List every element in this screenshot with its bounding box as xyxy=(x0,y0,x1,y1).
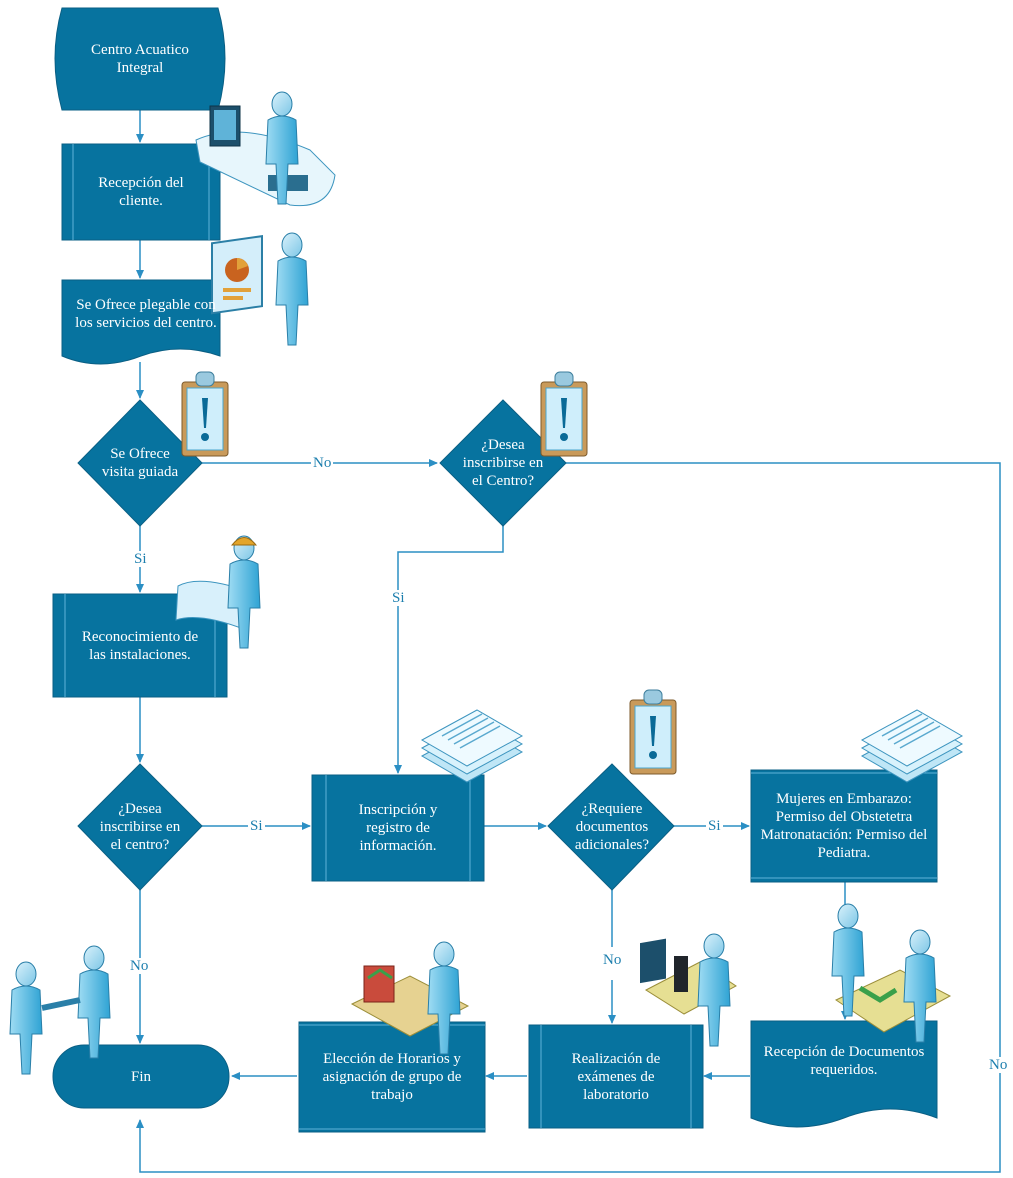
docs-decision xyxy=(547,763,675,891)
lab-tests-label: Realización de exámenes de laboratorio xyxy=(571,1050,661,1103)
presenter-chart-icon xyxy=(211,232,309,346)
office-worker-icon xyxy=(350,941,470,1055)
registration-process xyxy=(311,774,485,882)
permissions-label: Mujeres en Embarazo: Permiso del Obstete… xyxy=(760,791,928,861)
document-handover-icon xyxy=(831,903,952,1043)
clipboard-alert-icon xyxy=(629,689,677,775)
enroll-decision-left xyxy=(77,763,203,891)
brochure-document xyxy=(61,279,221,365)
schedule-label: Elección de Horarios y asignación de gru… xyxy=(322,1051,462,1103)
edge-label-tour-no: No xyxy=(311,455,334,471)
clipboard-alert-icon xyxy=(181,371,229,457)
lab-technician-icon xyxy=(640,933,737,1047)
start-label: Centro Acuatico Integral xyxy=(91,42,189,76)
handshake-icon xyxy=(9,945,111,1075)
edge-label-left-enroll-yes: Si xyxy=(248,818,265,834)
tour-decision xyxy=(77,399,203,527)
architect-blueprint-icon xyxy=(175,535,261,649)
reception-label: Recepción del cliente. xyxy=(98,175,184,209)
end-terminator xyxy=(52,1044,230,1109)
docs-reception-document xyxy=(750,1020,938,1128)
tour-decision-label: Se Ofrece visita guiada xyxy=(101,446,179,480)
edge-label-tour-yes: Si xyxy=(132,551,149,567)
lab-tests-process xyxy=(528,1024,704,1129)
enroll-decision-left-label: ¿Desea inscribirse en el centro? xyxy=(99,801,181,853)
documents-stack-icon xyxy=(421,709,523,783)
edge-label-left-enroll-no: No xyxy=(128,958,151,974)
flowchart-shapes xyxy=(52,7,938,1133)
edge-label-docs-yes: Si xyxy=(706,818,723,834)
brochure-label: Se Ofrece plegable con los servicios del… xyxy=(75,297,217,331)
registration-label: Inscripción y registro de información. xyxy=(358,802,438,854)
enroll-decision-top-label: ¿Desea inscribirse en el Centro? xyxy=(462,437,544,489)
edge-label-top-enroll-yes: Si xyxy=(390,590,407,606)
docs-decision-label: ¿Requiere documentos adicionales? xyxy=(574,801,650,853)
permissions-process xyxy=(750,769,938,883)
reception-process xyxy=(61,143,221,241)
receptionist-desk-icon xyxy=(195,91,336,207)
edge-label-top-enroll-no: No xyxy=(987,1057,1010,1073)
schedule-process xyxy=(298,1021,486,1133)
edge-label-docs-no: No xyxy=(601,952,624,968)
docs-reception-label: Recepción de Documentos requeridos. xyxy=(763,1044,925,1078)
end-label: Fin xyxy=(130,1068,151,1085)
facilities-label: Reconocimiento de las instalaciones. xyxy=(81,628,199,663)
